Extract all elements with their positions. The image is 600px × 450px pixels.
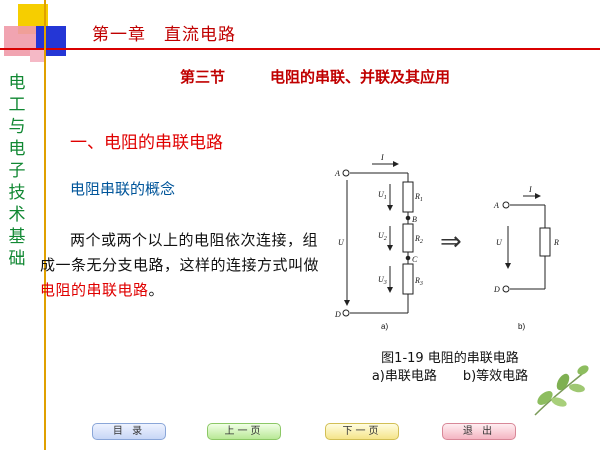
current-label-b: I [528, 185, 532, 194]
figure-caption: 图1-19 电阻的串联电路 [381, 351, 519, 366]
voltage-label-b: U [496, 238, 503, 247]
node-a-label: A [334, 169, 340, 178]
node-a-label-b: A [493, 201, 499, 210]
circuit-a-label: a) [381, 322, 388, 331]
node-d-label-b: D [493, 285, 500, 294]
course-title: 电工与电子技术基础 [8, 73, 26, 269]
r1-label: R1 [414, 192, 423, 203]
u1-label: U1 [378, 190, 387, 201]
definition-end: 。 [148, 281, 165, 299]
u2-label: U2 [378, 231, 387, 242]
definition-highlight: 电阻的串联电路 [40, 281, 149, 299]
contents-button[interactable]: 目 录 [92, 423, 166, 440]
exit-button[interactable]: 退 出 [442, 423, 516, 440]
current-label-a: I [380, 153, 384, 162]
node-c-label: C [412, 255, 418, 264]
logo-block-lightpink [30, 48, 44, 62]
sidebar-divider [44, 0, 46, 450]
node-d-label: D [334, 310, 341, 319]
leaf-decoration [534, 365, 589, 416]
section-heading: 一、电阻的串联电路 [70, 133, 223, 153]
equivalent-arrow: ⇒ [440, 227, 462, 257]
r3-label: R3 [414, 276, 423, 287]
node-b-label: B [412, 215, 417, 224]
chapter-title: 第一章 直流电路 [92, 25, 236, 45]
resistor-label-b: R [553, 238, 559, 247]
next-page-button[interactable]: 下一页 [325, 423, 399, 440]
r2-label: R2 [414, 234, 423, 245]
prev-page-button[interactable]: 上一页 [207, 423, 281, 440]
circuit-b-label: b) [518, 322, 525, 331]
header-divider [0, 48, 600, 50]
u3-label: U3 [378, 275, 387, 286]
section-title: 第三节 电阻的串联、并联及其应用 [179, 68, 450, 86]
concept-subheading: 电阻串联的概念 [70, 180, 176, 198]
figure-subcaption: a)串联电路 b)等效电路 [371, 369, 529, 384]
definition-text: 两个或两个以上的电阻依次连接，组成一条无分支电路，这样的连接方式叫做 [40, 231, 320, 274]
total-voltage-label: U [338, 238, 345, 247]
definition-paragraph: 两个或两个以上的电阻依次连接，组成一条无分支电路，这样的连接方式叫做电阻的串联电… [40, 228, 330, 303]
